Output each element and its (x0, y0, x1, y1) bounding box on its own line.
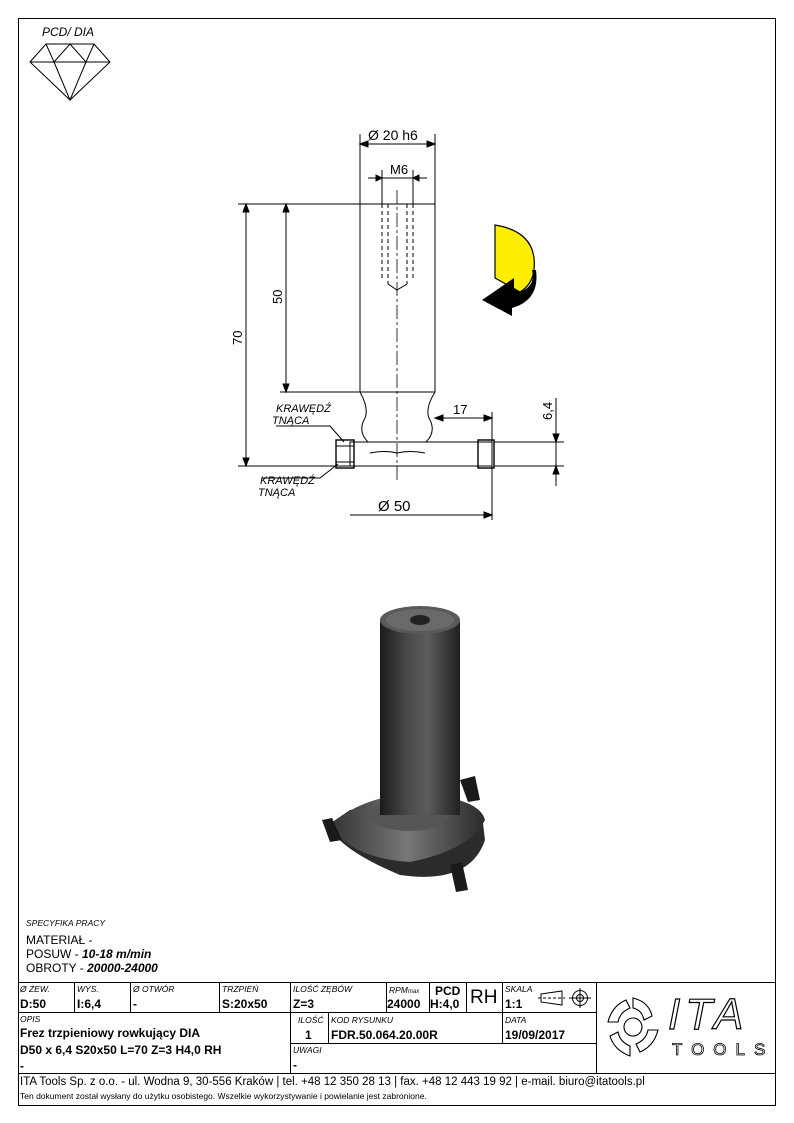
footer-disclaimer: Ten dokument został wysłany do użytku os… (20, 1091, 427, 1101)
dim-diameter: Ø 50 (378, 498, 411, 515)
qty-value: 1 (305, 1028, 312, 1042)
notes-label: UWAGI (293, 1045, 322, 1055)
diamond-label: PCD/ DIA (42, 25, 95, 39)
ita-logo-icon (607, 997, 659, 1057)
dim-offset: 17 (453, 402, 467, 417)
tool-3d-render (322, 606, 485, 892)
drawing-sheet (18, 18, 776, 1106)
rpm-label-text: RPM (389, 985, 408, 995)
dim-height: 6,4 (540, 402, 555, 420)
height-value: I:6,4 (77, 997, 102, 1011)
scale-label: SKALA (505, 984, 533, 994)
edge-label-2b: TNĄCA (258, 487, 295, 499)
notes-value: - (293, 1058, 297, 1072)
footer-contact: ITA Tools Sp. z o.o. - ul. Wodna 9, 30-5… (20, 1076, 645, 1088)
spec-rpm-label: OBROTY - (26, 961, 88, 975)
teeth-value: Z=3 (293, 997, 315, 1011)
spec-feed-value: 10-18 m/min (82, 947, 152, 961)
pcd-label: PCD (435, 984, 461, 998)
spec-material: MATERIAŁ - (26, 933, 93, 947)
rpm-label-sub: max (407, 989, 420, 995)
scale-value: 1:1 (505, 997, 523, 1011)
code-label: KOD RYSUNKU (331, 1015, 394, 1025)
outer-dia-value: D:50 (20, 997, 47, 1011)
dim-shank-diameter: Ø 20 h6 (368, 127, 418, 143)
spec-rpm-value: 20000-24000 (87, 961, 158, 975)
height-label: WYS. (77, 984, 99, 994)
dim-total-length: 70 (230, 331, 245, 345)
projection-symbol-icon (538, 988, 591, 1008)
teeth-label: ILOŚĆ ZĘBÓW (293, 984, 353, 994)
shank-outline (359, 203, 436, 393)
dim-thread: M6 (390, 162, 408, 177)
spec-title: SPECYFIKA PRACY (26, 918, 106, 928)
desc-line3: - (20, 1059, 24, 1073)
rpm-label: RPMmax (389, 985, 419, 995)
rotation-value: RH (470, 987, 498, 1008)
spec-feed-label: POSUW - (26, 947, 82, 961)
diamond-icon (29, 43, 111, 102)
bore-label: Ø OTWÓR (133, 984, 175, 994)
rotation-arrow-icon (482, 224, 537, 316)
spec-feed: POSUW - 10-18 m/min (26, 947, 151, 961)
bore-value: - (133, 997, 137, 1011)
spec-rpm: OBROTY - 20000-24000 (26, 961, 158, 975)
rpm-value: 24000 (387, 997, 421, 1011)
shank-value: S:20x50 (222, 997, 268, 1011)
edge-label-1a: KRAWĘDŹ (276, 402, 332, 415)
date-value: 19/09/2017 (505, 1028, 566, 1042)
logo-main: ITA (667, 990, 749, 1039)
shank-label: TRZPIEŃ (222, 984, 259, 994)
edge-label-1b: TNĄCA (272, 415, 309, 427)
technical-drawing: Ø 20 h6 M6 70 50 6,4 17 Ø 50 KRAWĘDŹ TNĄ… (230, 127, 564, 520)
date-label: DATA (505, 1015, 527, 1025)
desc-line1: Frez trzpieniowy rowkujący DIA (20, 1026, 201, 1040)
desc-line2: D50 x 6,4 S20x50 L=70 Z=3 H4,0 RH (20, 1043, 222, 1057)
desc-label: OPIS (20, 1014, 41, 1024)
logo-sub: TOOLS (672, 1040, 775, 1060)
dim-shank-length: 50 (270, 290, 285, 304)
edge-label-2a: KRAWĘDŹ (260, 474, 316, 487)
qty-label: ILOŚĆ (298, 1015, 324, 1025)
outer-dia-label: Ø ZEW. (20, 984, 50, 994)
code-value: FDR.50.064.20.00R (331, 1028, 438, 1042)
pcd-value: H:4,0 (430, 997, 460, 1011)
